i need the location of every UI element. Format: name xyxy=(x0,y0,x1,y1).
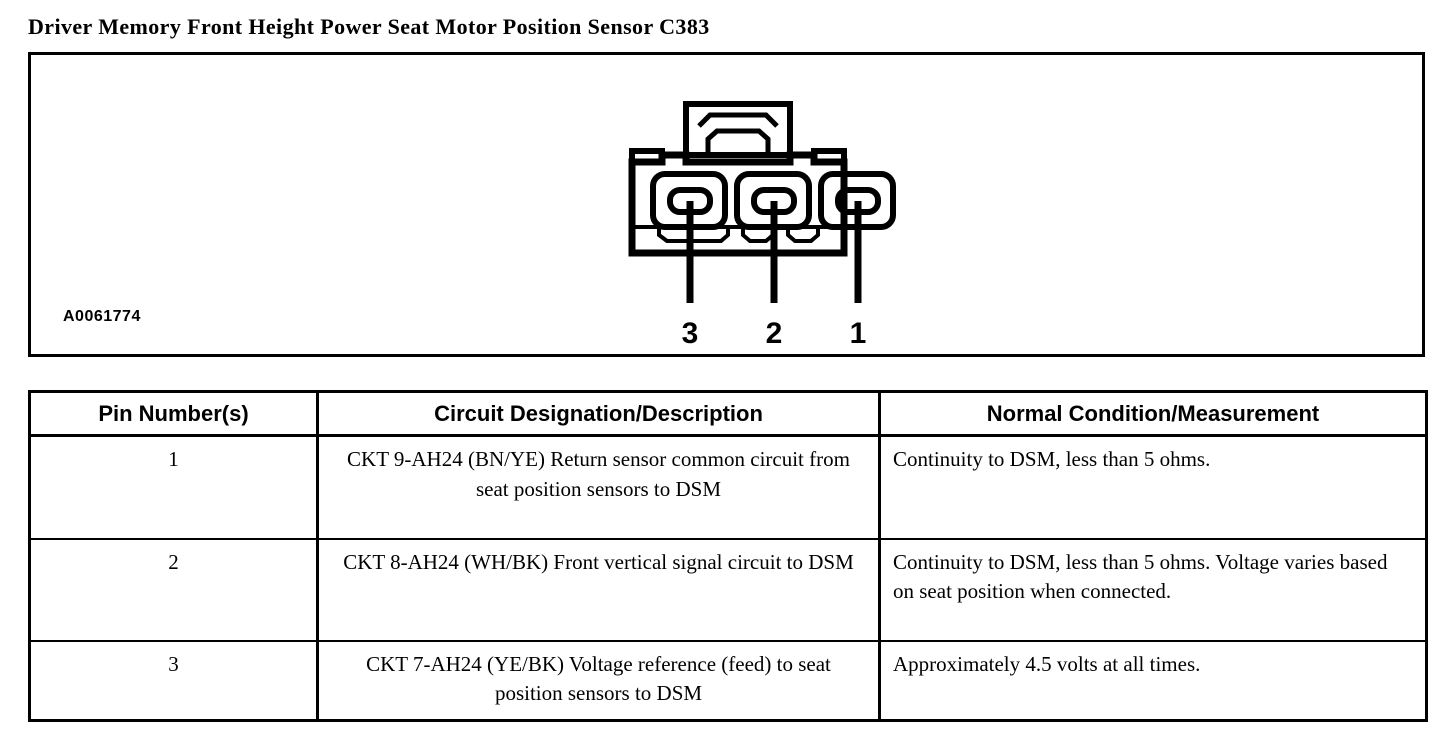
table-row: 1 CKT 9-AH24 (BN/YE) Return sensor commo… xyxy=(29,435,1427,539)
connector-diagram-graphic: 3 2 1 xyxy=(31,55,1422,354)
cell-pin-number: 3 xyxy=(29,639,319,721)
shoulder-left-step xyxy=(629,148,665,162)
table-header-row: Pin Number(s) Circuit Designation/Descri… xyxy=(29,391,1427,437)
cell-measurement: Continuity to DSM, less than 5 ohms. xyxy=(893,447,1211,471)
latch-tab-inner-upper xyxy=(697,112,779,128)
pin-label-3: 3 xyxy=(682,317,699,350)
cell-description: CKT 7-AH24 (YE/BK) Voltage reference (fe… xyxy=(317,639,881,721)
skirt-notch-1 xyxy=(657,227,730,243)
cell-description: CKT 8-AH24 (WH/BK) Front vertical signal… xyxy=(317,537,881,641)
column-header-description: Circuit Designation/Description xyxy=(317,391,881,437)
pin-label-2: 2 xyxy=(766,317,783,350)
column-header-measurement: Normal Condition/Measurement xyxy=(879,391,1427,437)
connector-diagram-panel: 3 2 1 A0061774 xyxy=(28,52,1425,357)
cell-measurement: Approximately 4.5 volts at all times. xyxy=(879,639,1427,721)
cell-description: CKT 9-AH24 (BN/YE) Return sensor common … xyxy=(317,435,881,539)
cell-pin-number: 1 xyxy=(29,435,319,539)
connector-svg: 3 2 1 xyxy=(628,101,896,350)
table-row: 2 CKT 8-AH24 (WH/BK) Front vertical sign… xyxy=(29,537,1427,641)
latch-tab-inner-lower xyxy=(705,128,771,155)
page-title: Driver Memory Front Height Power Seat Mo… xyxy=(28,14,710,39)
cell-measurement: Continuity to DSM, less than 5 ohms. Vol… xyxy=(879,537,1427,641)
shoulder-right-step xyxy=(811,148,847,162)
pin-assignment-table: Pin Number(s) Circuit Designation/Descri… xyxy=(28,390,1428,723)
column-header-pin-number: Pin Number(s) xyxy=(29,391,319,437)
pin-label-1: 1 xyxy=(850,317,867,350)
table-row: 3 CKT 7-AH24 (YE/BK) Voltage reference (… xyxy=(29,639,1427,721)
skirt-notch-3 xyxy=(786,227,820,243)
diagram-image-id: A0061774 xyxy=(63,308,141,325)
cell-pin-number: 2 xyxy=(29,537,319,641)
